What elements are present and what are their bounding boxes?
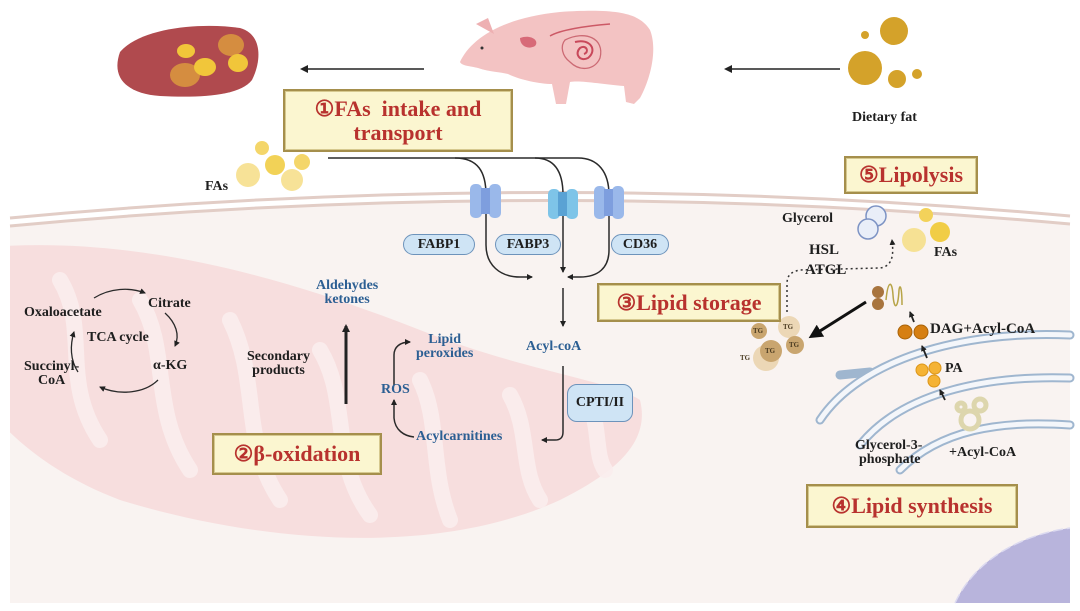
dag-molecules	[897, 324, 929, 340]
tca-cycle-arrows	[69, 288, 180, 393]
stage-1-line1: FAs intake and	[334, 96, 482, 122]
synthesis-arrows	[909, 311, 946, 401]
stage-3-label: Lipid storage	[636, 289, 762, 315]
dag-acyl-coa-label: DAG+Acyl-CoA	[930, 321, 1036, 337]
lipid-perox-line2: peroxides	[416, 346, 474, 361]
tca-oxaloacetate: Oxaloacetate	[24, 305, 102, 320]
aldehydes-ketones-label: Aldehydes ketones	[316, 279, 378, 307]
mitochondrion	[10, 245, 642, 538]
lipolysis-fatty-acids	[902, 208, 950, 252]
aldehydes-line1: Aldehydes	[316, 278, 379, 293]
glycerol-icon	[857, 205, 887, 240]
stage-2-label: β-oxidation	[253, 441, 361, 467]
transport-channel	[594, 186, 624, 219]
g3p-line2: phosphate	[859, 452, 921, 467]
tg-label: TG	[783, 323, 794, 331]
acyl-coa-plus-label: +Acyl-CoA	[949, 445, 1017, 460]
succinyl-line1: Succinyl-	[24, 359, 80, 374]
lipid-peroxides-label: Lipid peroxides	[416, 333, 473, 361]
succinyl-line2: CoA	[38, 373, 66, 388]
tg-label: TG	[740, 354, 751, 362]
glycerol-label: Glycerol	[782, 211, 834, 226]
tg-label: TG	[789, 341, 800, 349]
stage-3-number: ③	[616, 289, 637, 315]
pa-label: PA	[945, 361, 963, 376]
tca-succinyl-coa: Succinyl- CoA	[24, 360, 79, 388]
tca-cycle-label: TCA cycle	[87, 330, 149, 345]
tg-label: TG	[765, 347, 776, 355]
acylcarnitines-label: Acylcarnitines	[416, 429, 503, 444]
arrow-to-lipid-peroxides	[393, 339, 411, 385]
secondary-line1: Secondary	[247, 349, 310, 364]
tg-label: TG	[753, 327, 764, 335]
cell-membrane-outer	[9, 190, 1071, 220]
triglyceride-molecule-icon	[872, 283, 903, 310]
nucleus	[955, 528, 1070, 603]
pa-molecules	[915, 361, 942, 388]
lipid-perox-line1: Lipid	[428, 332, 461, 347]
lipolysis-fas-label: FAs	[934, 245, 958, 260]
glycerol-3-phosphate-icon	[954, 396, 989, 432]
tg-droplets	[751, 316, 804, 371]
stage-5-number: ⑤	[858, 162, 879, 188]
stage-5-label: Lipolysis	[878, 162, 964, 188]
dietary-fat-icon	[848, 17, 922, 88]
transport-channel	[470, 184, 501, 218]
stage-1-number: ①	[314, 96, 335, 122]
transport-channel	[548, 189, 578, 219]
cpt-enzyme-box: CPTI/II	[567, 384, 633, 422]
extracellular-fas-label: FAs	[205, 179, 229, 194]
tca-citrate: Citrate	[148, 296, 191, 311]
muscle-meat-icon	[117, 25, 259, 97]
stage-1-line2: transport	[353, 119, 443, 145]
transporter-cd36: CD36	[611, 234, 669, 255]
atgl-label: ATGL	[805, 262, 847, 278]
fatty-acid-droplets	[236, 141, 310, 191]
tca-alpha-kg: α-KG	[153, 358, 188, 373]
arrow-to-lipid-storage	[808, 300, 867, 339]
acyl-coa-label: Acyl-coA	[526, 339, 582, 354]
dietary-fat-label: Dietary fat	[852, 110, 917, 125]
aldehydes-line2: ketones	[324, 292, 370, 307]
transporter-fabp1: FABP1	[403, 234, 475, 255]
cell-membrane-inner	[9, 198, 1071, 228]
ros-label: ROS	[381, 382, 410, 397]
hsl-label: HSL	[809, 242, 840, 258]
stage-1-fas-intake-transport: ①FAs intake and transport	[283, 89, 513, 152]
glycerol-3-phosphate-label: Glycerol-3- phosphate	[855, 439, 922, 467]
pig-icon	[460, 10, 654, 104]
stage-4-number: ④	[831, 493, 852, 519]
stage-2-number: ②	[233, 441, 254, 467]
arrow-to-ros	[391, 399, 415, 438]
transporter-fabp3: FABP3	[495, 234, 561, 255]
arrow-to-acylcarnitines	[541, 366, 564, 443]
g3p-line1: Glycerol-3-	[855, 438, 923, 453]
secondary-line2: products	[252, 363, 305, 378]
secondary-products-label: Secondary products	[247, 350, 310, 378]
stage-4-label: Lipid synthesis	[851, 493, 993, 519]
